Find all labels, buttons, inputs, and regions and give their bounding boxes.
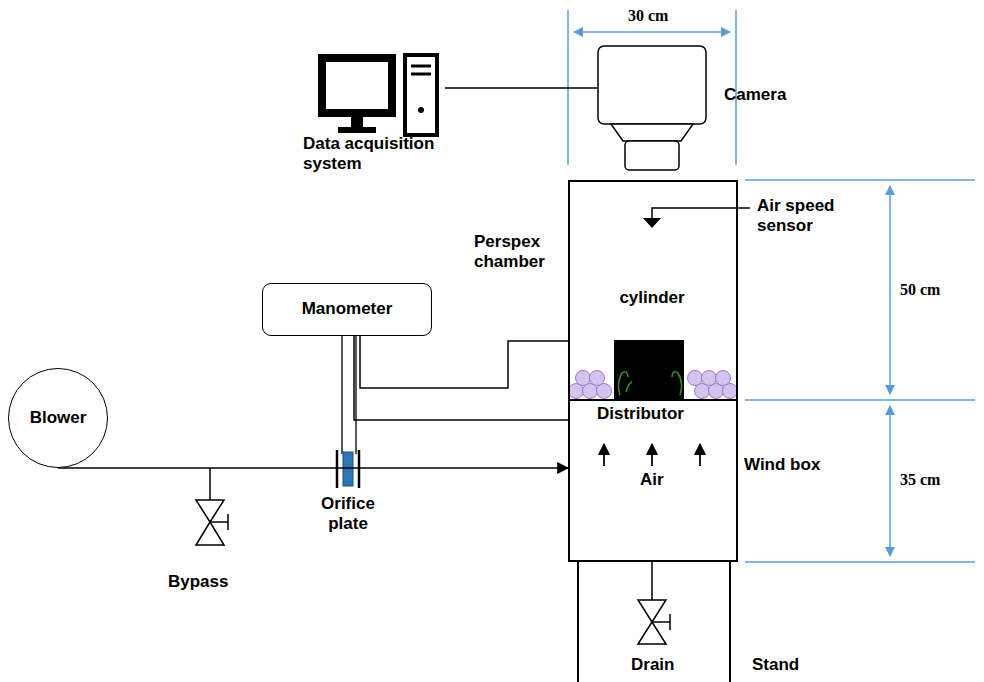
connector	[354, 336, 568, 420]
part-label: Wind box	[744, 455, 820, 475]
dimension-lines	[568, 10, 975, 562]
computer-node: Data acquisition system	[300, 50, 445, 180]
connector	[360, 336, 568, 388]
part-label: cylinder	[612, 288, 692, 308]
node-text: Manometer	[302, 299, 393, 319]
part-label: Orifice plate	[308, 494, 388, 535]
cylinder-body	[614, 340, 684, 400]
node-text: Data acquisition system	[303, 134, 443, 175]
bypass-valve	[196, 468, 228, 545]
part-label: Stand	[752, 655, 799, 675]
node-text: Camera	[724, 85, 786, 105]
sprouts	[618, 372, 681, 395]
dimension-label: 30 cm	[628, 6, 668, 25]
camera-node: Camera	[597, 45, 709, 172]
manometer-box: Manometer	[262, 283, 432, 336]
connector	[445, 87, 597, 89]
part-label: Distributor	[597, 404, 684, 424]
orifice-plate	[337, 450, 359, 488]
camera-icon	[597, 45, 709, 172]
blower-circle: Blower	[8, 368, 108, 468]
computer-icon	[300, 50, 445, 145]
dimension-label: 35 cm	[900, 470, 940, 489]
dimension-label: 50 cm	[900, 280, 940, 299]
perspex-chamber: Perspex chamber	[568, 180, 738, 562]
air-speed-sensor	[643, 208, 750, 228]
part-label: Air	[640, 470, 664, 490]
air-arrows	[604, 444, 700, 466]
part-label: Drain	[631, 655, 674, 675]
part-label: Bypass	[168, 572, 228, 592]
connector	[58, 467, 568, 469]
drain-valve	[638, 562, 670, 644]
part-label: Air speed sensor	[757, 196, 857, 237]
node-text: Perspex chamber	[474, 232, 564, 273]
stand	[578, 562, 730, 682]
node-text: Blower	[30, 408, 87, 428]
